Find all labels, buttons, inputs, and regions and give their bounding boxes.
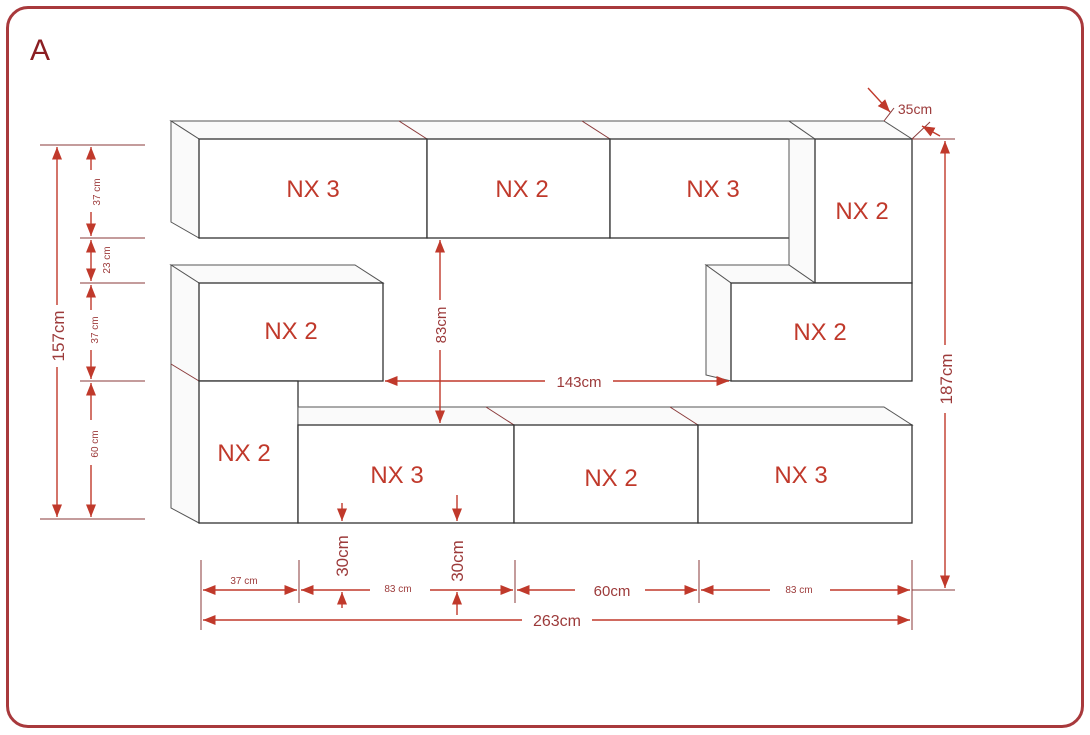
module-label: NX 2: [264, 318, 317, 345]
dimension-label: 83 cm: [384, 584, 411, 595]
dimension-label: 143cm: [556, 374, 601, 391]
module-mid-right: [730, 282, 913, 382]
dimension-label: 157cm: [49, 310, 68, 361]
dimension-label: 60 cm: [90, 430, 101, 457]
dimension-label: 35cm: [898, 101, 932, 117]
module-bottom-2: [513, 424, 699, 524]
middle-left-cabinet: NX 2: [169, 264, 385, 524]
module-left-tall: [198, 380, 299, 524]
dimension-label: 30cm: [448, 540, 467, 582]
module-top-2: [426, 138, 611, 239]
module-label: NX 2: [217, 440, 270, 467]
dimension-label: 30cm: [333, 535, 352, 577]
module-label: NX 3: [370, 462, 423, 489]
module-label: NX 2: [835, 198, 888, 225]
module-bottom-1: [297, 424, 515, 524]
module-label: NX 2: [584, 465, 637, 492]
gap-dimensions: 83cm 143cm: [385, 240, 729, 423]
top-row-cabinets: NX 3 NX 2 NX 3 NX 2: [169, 120, 914, 284]
dimension-label: 263cm: [533, 613, 581, 630]
offset-dimensions: 30cm 30cm: [333, 495, 467, 615]
module-top-right: [814, 138, 913, 284]
middle-right-cabinet: NX 2: [704, 264, 913, 382]
dimension-label: 60cm: [594, 583, 631, 600]
module-label: NX 3: [686, 176, 739, 203]
right-dimensions: 187cm 35cm: [867, 87, 956, 591]
module-label: NX 2: [495, 176, 548, 203]
module-top-1: [198, 138, 428, 239]
module-label: NX 2: [793, 319, 846, 346]
left-dimensions: 157cm 37 cm 23 cm 37 cm 60 cm: [40, 144, 145, 520]
module-top-3: [609, 138, 816, 239]
dimension-label: 37 cm: [230, 576, 257, 587]
module-label: NX 3: [286, 176, 339, 203]
module-label: NX 3: [774, 462, 827, 489]
module-mid-left: [198, 282, 384, 382]
panel-label: A: [30, 34, 51, 67]
panel-frame: [6, 6, 1084, 728]
dimension-label: 37 cm: [90, 316, 101, 343]
bottom-dimensions: 37 cm 83 cm 60cm 83 cm 263cm: [200, 560, 913, 630]
module-bottom-3: [697, 424, 913, 524]
dimension-label: 83cm: [433, 307, 450, 344]
dimension-label: 187cm: [937, 353, 956, 404]
dimension-label: 37 cm: [92, 178, 103, 205]
dimension-label: 23 cm: [102, 246, 113, 273]
dimension-label: 83 cm: [785, 585, 812, 596]
bottom-row-cabinets: NX 2 NX 3 NX 2 NX 3: [198, 380, 914, 524]
